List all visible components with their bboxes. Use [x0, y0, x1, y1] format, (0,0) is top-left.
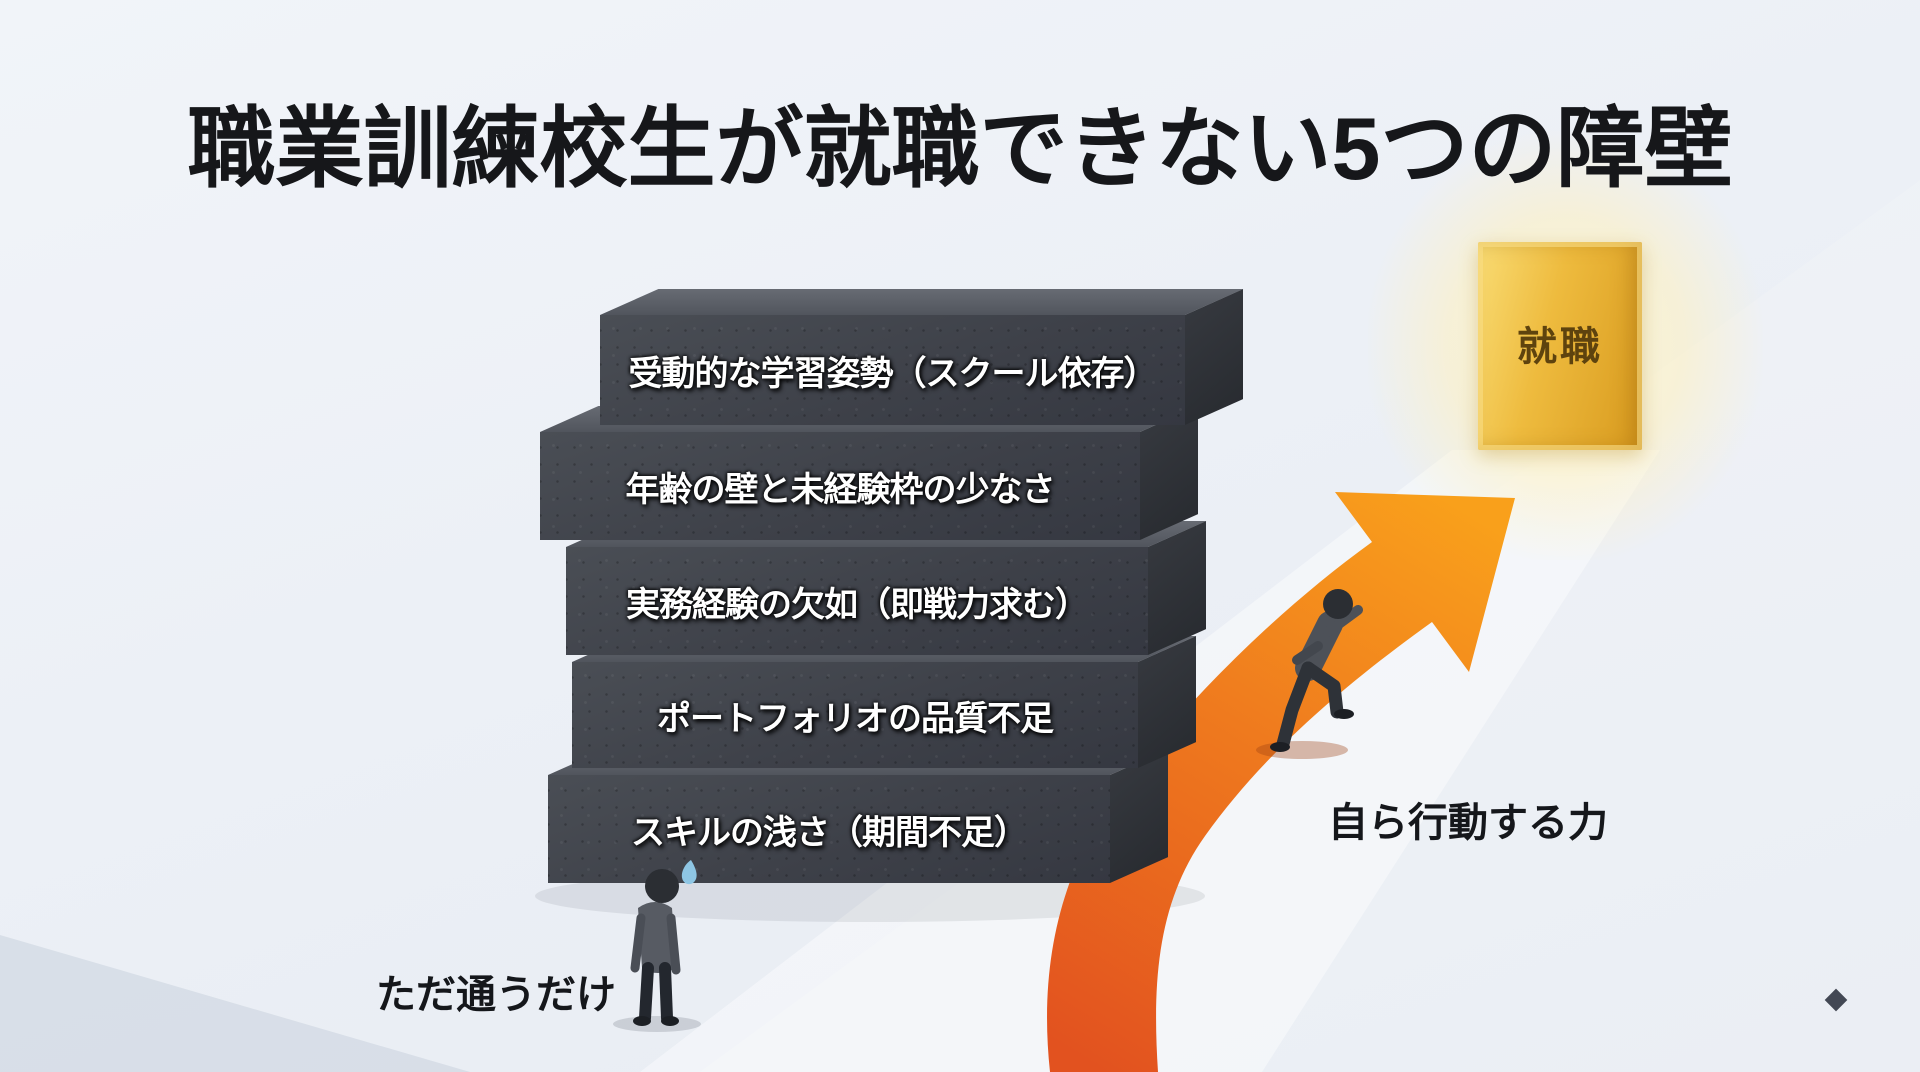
block-front-face: 受動的な学習姿勢（スクール依存） — [600, 315, 1185, 425]
page-title: 職業訓練校生が就職できない5つの障壁 — [187, 99, 1733, 198]
barrier-label-3: 実務経験の欠如（即戦力求む） — [626, 585, 1089, 624]
floor-shade-corner — [0, 935, 470, 1072]
active-label: 自ら行動する力 — [1328, 801, 1608, 845]
block-front-face: 実務経験の欠如（即戦力求む） — [566, 547, 1148, 655]
goal-door-label: 就職 — [1517, 325, 1603, 369]
block-front-face: 年齢の壁と未経験枠の少なさ — [540, 432, 1140, 540]
barrier-block-2: 年齢の壁と未経験枠の少なさ — [540, 406, 1199, 540]
block-front-face: スキルの浅さ（期間不足） — [548, 775, 1110, 883]
climbing-person — [1256, 589, 1363, 759]
barrier-label-5: スキルの浅さ（期間不足） — [631, 813, 1028, 852]
barrier-label-4: ポートフォリオの品質不足 — [657, 699, 1054, 738]
barrier-block-4: ポートフォリオの品質不足 — [572, 636, 1197, 768]
block-front-face: ポートフォリオの品質不足 — [572, 662, 1138, 768]
arrow-ribbon — [1047, 492, 1515, 1072]
passive-label: ただ通うだけ — [376, 973, 616, 1017]
stack-shadow — [535, 870, 1205, 922]
barrier-block-1: 受動的な学習姿勢（スクール依存） — [600, 289, 1244, 425]
goal-door: 就職 — [1478, 242, 1642, 450]
barrier-block-3: 実務経験の欠如（即戦力求む） — [566, 521, 1207, 655]
barrier-label-2: 年齢の壁と未経験枠の少なさ — [625, 470, 1056, 509]
sweat-drop — [681, 860, 697, 885]
barrier-block-5: スキルの浅さ（期間不足） — [548, 749, 1169, 883]
barrier-label-1: 受動的な学習姿勢（スクール依存） — [628, 354, 1158, 393]
slumped-person — [630, 860, 697, 1026]
